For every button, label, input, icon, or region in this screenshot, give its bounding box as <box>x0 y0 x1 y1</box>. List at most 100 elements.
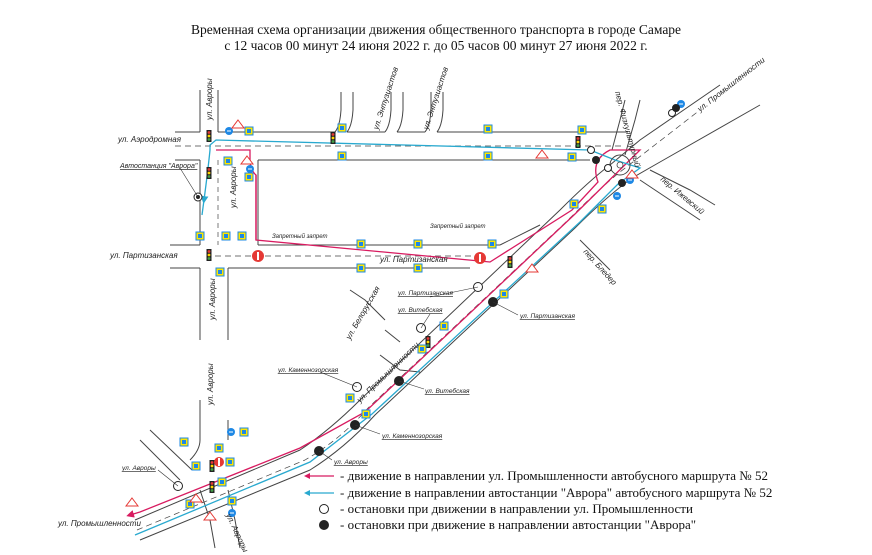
arrow-left-icon <box>304 490 310 496</box>
label-zapret-2: Запретный запрет <box>430 223 485 230</box>
legend: - движение в направлении ул. Промышленно… <box>304 468 772 532</box>
title-line-2: с 12 часов 00 минут 24 июня 2022 г. до 0… <box>224 38 648 53</box>
arrow-left-icon <box>304 473 310 479</box>
sign-square-icon <box>413 263 423 273</box>
sign-square-icon <box>483 151 493 161</box>
sign-square-icon <box>345 393 355 403</box>
sign-square-icon <box>597 204 607 214</box>
sign-square-icon <box>185 499 195 509</box>
sign-square-icon <box>439 321 449 331</box>
sign-square-icon <box>225 457 235 467</box>
traffic-light-icon <box>209 460 215 472</box>
road-avrory-lower <box>139 400 241 549</box>
leader-lines <box>157 167 519 487</box>
road-aerodromnaya <box>175 131 628 161</box>
no-entry-signs <box>214 250 486 467</box>
round-signs <box>225 100 685 517</box>
warning-triangle-icon <box>525 263 539 273</box>
map-title: Временная схема организации движения общ… <box>0 22 872 54</box>
label-promyshlennosti-top: ул. Промышленности <box>695 55 767 114</box>
traffic-light-icon <box>575 136 581 148</box>
stop-label-kamennosorskaya-w: ул. Каменнозорская <box>277 367 339 374</box>
sign-square-icon <box>237 231 247 241</box>
sign-square-icon <box>217 477 227 487</box>
sign-square-icon <box>567 152 577 162</box>
warning-triangle-icon <box>231 119 245 129</box>
road-signs <box>179 123 607 509</box>
traffic-light-icon <box>206 130 212 142</box>
no-entry-icon <box>252 250 264 262</box>
road-belorusskaya <box>349 289 421 373</box>
stop-open-icon <box>587 146 595 154</box>
blue-round-sign-icon <box>228 509 236 517</box>
traffic-light-icon <box>209 481 215 493</box>
label-aerodromnaya: ул. Аэродромная <box>117 135 182 144</box>
stop-label-vitebskaya-w: ул. Витебская <box>397 306 443 314</box>
label-belorusskaya: ул. Белорусская <box>343 284 382 342</box>
sign-square-icon <box>227 496 237 506</box>
route-to-promyshlennosti <box>126 149 642 518</box>
stop-filled-icon <box>319 520 329 530</box>
traffic-lights <box>206 130 581 493</box>
warning-triangle-icon <box>240 155 254 165</box>
sign-square-icon <box>569 199 579 209</box>
stop-labels: ул. Партизанская ул. Партизанская ул. Ви… <box>121 290 575 472</box>
warning-triangle-icon <box>189 493 203 503</box>
stop-label-avrory-w: ул. Авроры <box>121 465 156 472</box>
warning-triangle-icon <box>535 149 549 159</box>
sign-square-icon <box>215 267 225 277</box>
sign-square-icon <box>487 239 497 249</box>
sign-square-icon <box>483 124 493 134</box>
legend-item-to-avrora: - движение в направлении автостанции "Ав… <box>304 485 772 500</box>
sign-square-icon <box>223 156 233 166</box>
stop-filled-icon <box>592 156 600 164</box>
label-bleder: пер. Бледер <box>582 247 619 287</box>
sign-square-icon <box>244 172 254 182</box>
blue-round-sign-icon <box>227 428 235 436</box>
warning-triangle-icon <box>625 169 639 179</box>
no-entry-icon <box>214 457 224 467</box>
sign-square-icon <box>191 461 201 471</box>
road-entuziastov <box>334 92 444 133</box>
blue-round-sign-icon <box>246 165 254 173</box>
traffic-light-icon <box>206 167 212 179</box>
no-entry-icon <box>474 252 486 264</box>
label-promyshlennosti-bottom: ул. Промышленности <box>57 519 141 528</box>
label-avrory-bottom: ул. Авроры <box>206 363 215 406</box>
road-side-streets <box>579 99 716 271</box>
traffic-light-icon <box>206 249 212 261</box>
sign-square-icon <box>239 427 249 437</box>
sign-square-icon <box>337 151 347 161</box>
legend-item-to-promyshlennosti: - движение в направлении ул. Промышленно… <box>304 468 768 483</box>
stop-label-partizanskaya-b: ул. Партизанская <box>519 313 575 320</box>
sign-square-icon <box>499 289 509 299</box>
stop-label-partizanskaya-w: ул. Партизанская <box>397 290 453 297</box>
sign-square-icon <box>337 123 347 133</box>
sign-square-icon <box>244 126 254 136</box>
traffic-light-icon <box>330 132 336 144</box>
stop-label-vitebskaya-b: ул. Витебская <box>424 387 470 395</box>
legend-text-3: - остановки при движении в направлении у… <box>340 501 693 516</box>
sign-square-icon <box>221 231 231 241</box>
road-avrory-upper <box>199 90 259 340</box>
traffic-light-icon <box>425 336 431 348</box>
sign-square-icon <box>356 263 366 273</box>
blue-round-sign-icon <box>225 127 233 135</box>
blue-round-sign-icon <box>613 192 621 200</box>
stop-open-icon <box>604 164 612 172</box>
traffic-light-icon <box>507 256 513 268</box>
sign-square-icon <box>195 231 205 241</box>
route-to-avrora-2 <box>201 199 205 216</box>
stop-label-avrory-b: ул. Авроры <box>333 459 368 466</box>
stop-filled-icon <box>672 104 680 112</box>
label-promyshlennosti-mid: ул. Промышленности <box>354 340 421 405</box>
legend-item-stops-filled: - остановки при движение в направлении а… <box>319 517 696 532</box>
stop-open-icon <box>319 504 329 514</box>
label-entuziastov-2: ул. Энтузиастов <box>421 66 450 132</box>
label-partizanskaya-mid: ул. Партизанская <box>379 255 448 264</box>
stop-label-kamennosorskaya-b: ул. Каменнозорская <box>381 433 443 440</box>
label-avrory-low: ул. Авроры <box>208 278 217 321</box>
route-to-avrora <box>134 139 642 536</box>
sign-square-icon <box>577 125 587 135</box>
